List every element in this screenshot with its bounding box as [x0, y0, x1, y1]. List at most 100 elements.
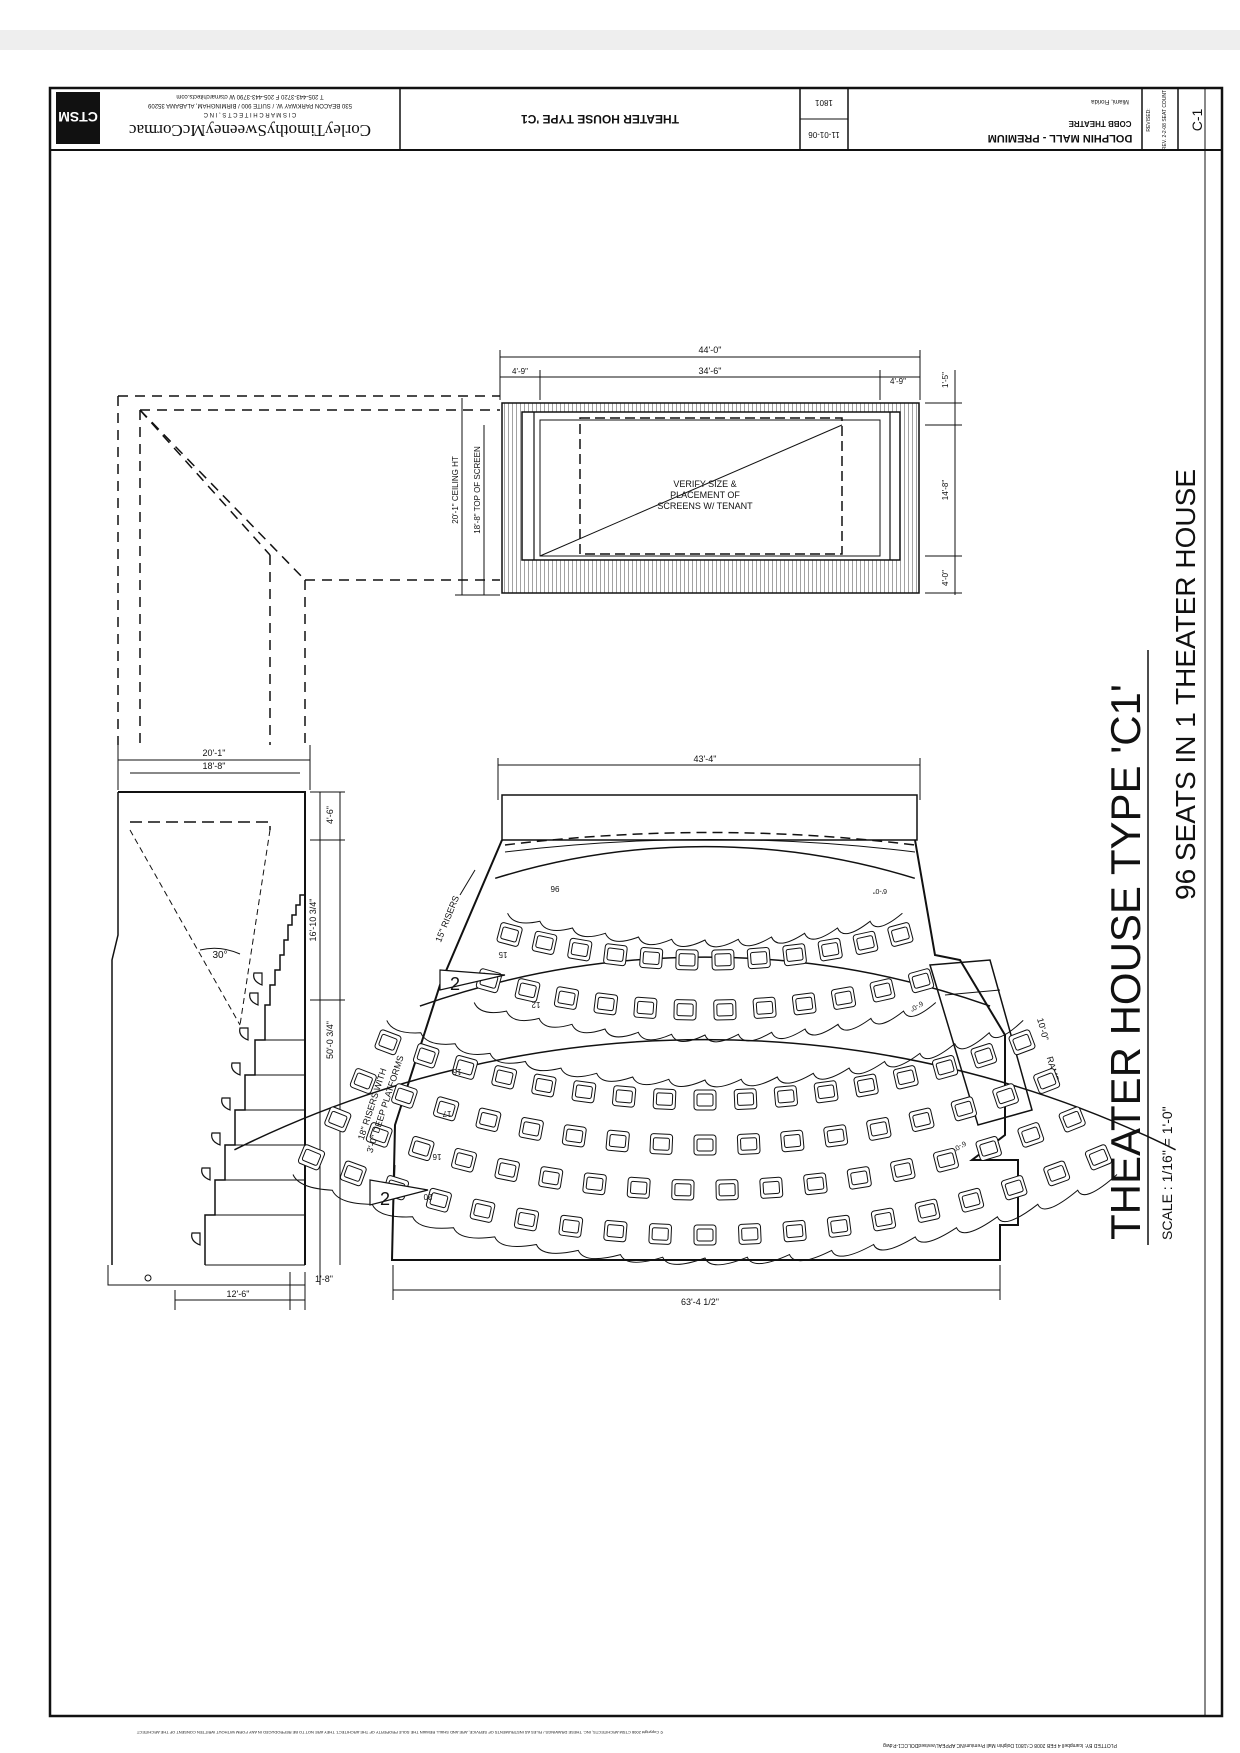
seat — [491, 1065, 518, 1090]
cloud-revision — [473, 1002, 937, 1043]
project-line-1: DOLPHIN MALL - PREMIUM — [988, 132, 1133, 144]
section-dim-bottom-left: 12'-6" — [227, 1289, 250, 1299]
seat — [780, 1129, 805, 1153]
exit-marker-upper: 2 — [439, 969, 506, 994]
scale-note: SCALE : 1/16" = 1'-0" — [1159, 1106, 1175, 1240]
seat — [513, 1207, 540, 1232]
section-dim-top: 4'-6" — [325, 806, 335, 824]
section-dim-total: 50'-0 3/4" — [325, 1021, 335, 1059]
row-label-6: 20 — [423, 1192, 432, 1201]
aisle-rail — [234, 1038, 1176, 1151]
svg-text:2: 2 — [380, 1189, 390, 1209]
seat — [297, 1144, 326, 1171]
seat — [914, 1198, 941, 1223]
seat — [892, 1065, 919, 1090]
seat — [950, 1096, 978, 1122]
seat — [412, 1043, 440, 1069]
project-line-3: Miami, Florida — [1091, 98, 1129, 104]
seat — [1033, 1068, 1061, 1094]
seat — [975, 1136, 1002, 1161]
firm-tagline: C I S M A R C H I T E C T S , I N C — [203, 111, 296, 117]
section-dim-bottom-right: 1'-8" — [315, 1274, 333, 1284]
revised-label: REVISED: — [1146, 108, 1152, 131]
firm-name: CorleyTimothySweeneyMcCormac — [129, 121, 372, 140]
seat — [469, 1198, 496, 1223]
seat — [826, 1214, 852, 1238]
sheet-border — [48, 86, 1224, 1718]
seat — [759, 1176, 784, 1199]
seat — [324, 1106, 352, 1133]
seat — [713, 999, 737, 1021]
screen-note-line-2: PLACEMENT OF — [670, 490, 740, 500]
seat — [514, 978, 541, 1003]
top-of-screen: 18'-8" TOP OF SCREEN — [473, 446, 482, 534]
seat — [932, 1055, 959, 1080]
seat — [451, 1147, 477, 1173]
screen-note-line-1: VERIFY SIZE & — [673, 479, 736, 489]
seat — [639, 947, 664, 970]
seat — [1043, 1160, 1071, 1187]
seat — [652, 1088, 677, 1110]
seat — [673, 999, 697, 1021]
seat — [803, 1172, 828, 1196]
seat — [475, 1107, 502, 1132]
seat — [908, 968, 935, 994]
seat — [671, 1179, 695, 1201]
seat — [733, 1088, 758, 1110]
seat — [693, 1224, 717, 1246]
seat — [817, 937, 843, 962]
section-inner: 18'-8" — [203, 761, 226, 771]
seat — [1058, 1106, 1086, 1133]
cloud-revision — [507, 912, 903, 948]
seat — [813, 1080, 839, 1104]
cloud-revision — [386, 1020, 1024, 1088]
dim-overall-width: 44'-0" — [699, 345, 722, 355]
aisle-dim-1: 6'-0" — [873, 887, 887, 894]
seat — [736, 1133, 761, 1155]
ceiling-height: 20'-1" CEILING HT — [451, 456, 460, 524]
dim-depth-rear: 4'-0" — [941, 570, 950, 586]
seat — [693, 1134, 717, 1156]
seat — [970, 1043, 998, 1069]
seat — [593, 992, 619, 1016]
seat — [571, 1080, 597, 1104]
seat — [846, 1166, 872, 1190]
aisle-dim-2: 6'-0" — [908, 999, 924, 1012]
seat — [531, 930, 558, 955]
seat — [782, 1219, 807, 1243]
seat — [752, 996, 777, 1019]
seat — [1084, 1144, 1113, 1171]
seat — [374, 1029, 402, 1056]
section-view: 20'-1" 18'-8" — [107, 745, 345, 1310]
sheet-title: THEATER HOUSE TYPE 'C1 — [521, 112, 679, 126]
seat — [633, 996, 658, 1019]
front-width: 43'-4" — [694, 754, 717, 764]
seat — [782, 943, 807, 967]
revised-note: REV. 2-2-08 SEAT COUNT — [1162, 90, 1168, 150]
seat — [675, 949, 699, 971]
seat — [494, 1158, 520, 1182]
seat — [992, 1083, 1019, 1109]
screen-note-line-3: SCREENS W/ TENANT — [657, 501, 753, 511]
ramp-dim: 10'-0" — [1035, 1017, 1051, 1042]
seat — [693, 1089, 717, 1111]
plot-info: PLOTTED BY: lcampbell 4 FEB 2008 C:\1801… — [883, 1742, 1117, 1748]
seat — [958, 1187, 985, 1213]
seat — [518, 1117, 544, 1141]
sightline-angle: 30° — [212, 950, 227, 961]
dim-top-offset: 1'-5" — [941, 372, 950, 388]
seat — [866, 1117, 892, 1141]
row-label-1: 15 — [498, 950, 507, 959]
seat — [349, 1068, 377, 1094]
title-block: CTSM CorleyTimothySweeneyMcCormac C I S … — [50, 88, 1222, 151]
seat — [496, 922, 523, 947]
seat — [870, 1207, 897, 1232]
seat — [567, 937, 593, 962]
project-line-2: COBB THEATRE — [1068, 119, 1132, 128]
dim-right-offset: 4'-9" — [890, 377, 906, 386]
seat — [933, 1147, 959, 1173]
seat — [773, 1085, 799, 1108]
seat — [339, 1160, 367, 1187]
scan-band — [0, 30, 1240, 50]
